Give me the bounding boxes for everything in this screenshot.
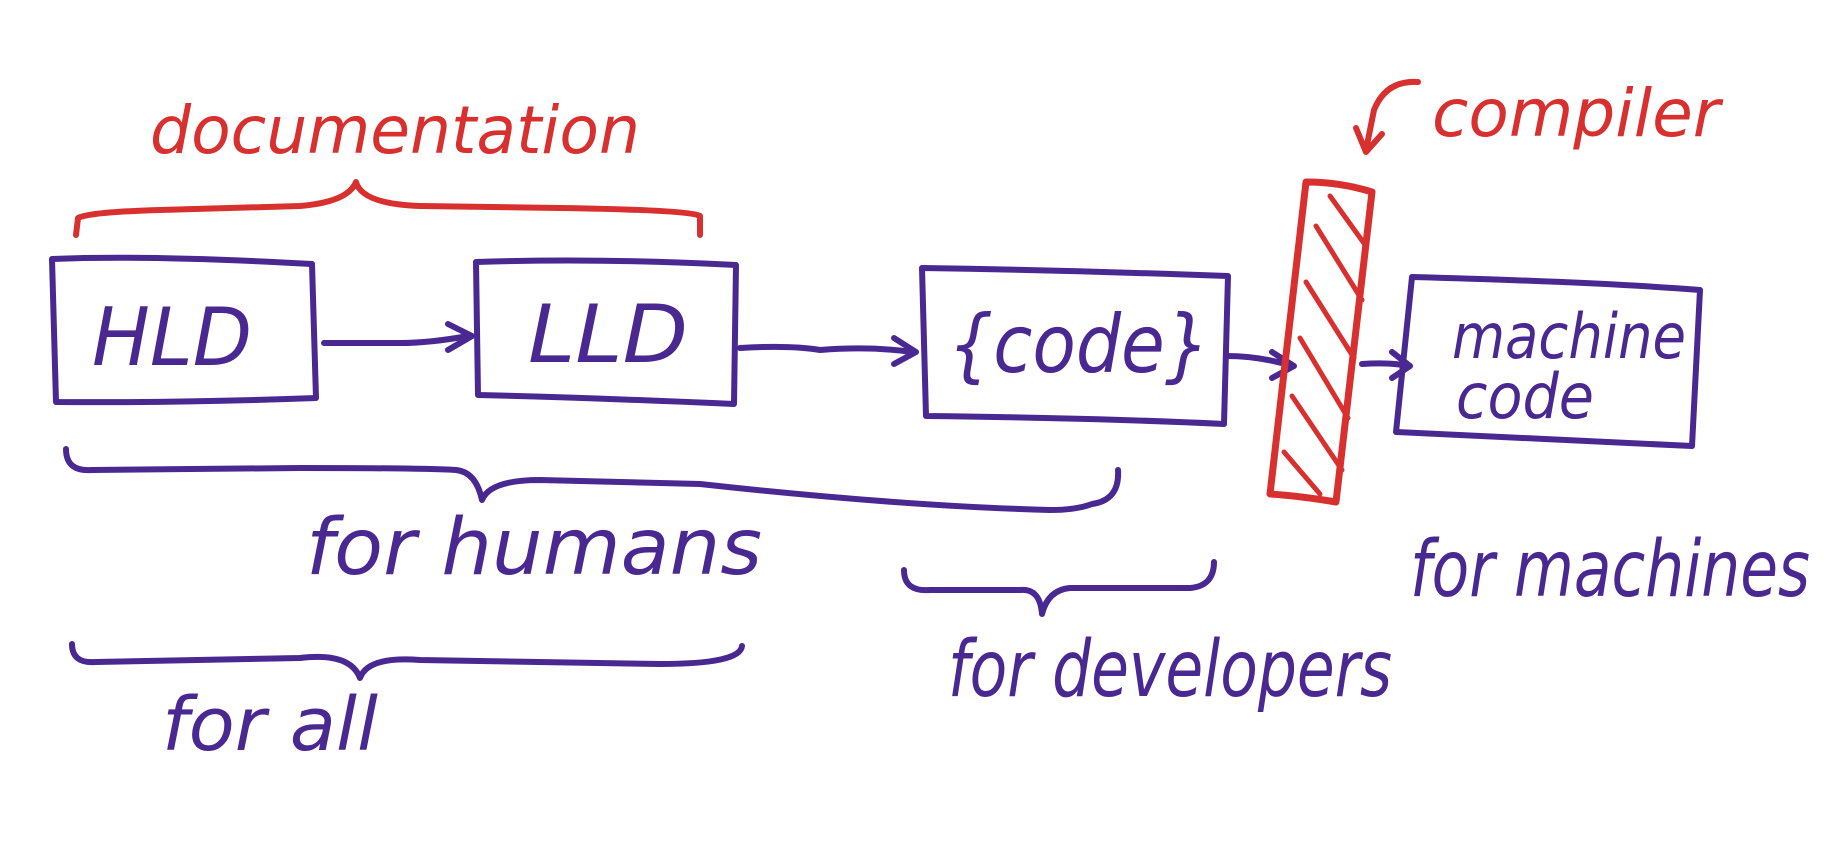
for-humans-label: for humans [306, 503, 762, 593]
documentation-brace [73, 179, 703, 238]
for-all-label: for all [162, 682, 378, 768]
code-node: {code} [919, 265, 1231, 427]
for-developers-label: for developers [948, 625, 1392, 715]
machine-code-node: machine code [1393, 274, 1703, 449]
documentation-label: documentation [150, 92, 640, 169]
for-humans-brace [63, 446, 1122, 513]
machine-code-label-line2: code [1456, 360, 1594, 433]
lld-label: LLD [528, 288, 688, 381]
for-all-brace [69, 641, 745, 681]
compiler-annotation: compiler [1353, 75, 1724, 155]
for-developers-brace [901, 559, 1217, 617]
hld-label: HLD [92, 291, 252, 384]
for-machines-label: for machines [1410, 525, 1810, 615]
compiler-label: compiler [1432, 75, 1724, 152]
lld-node: LLD [473, 257, 739, 407]
compiler-bar [1266, 178, 1376, 506]
machine-code-label-line1: machine [1452, 300, 1686, 373]
arrow-lld-to-code [737, 335, 919, 367]
code-label: {code} [948, 298, 1210, 391]
arrow-hld-to-lld [321, 321, 475, 353]
hld-node: HLD [49, 254, 319, 406]
